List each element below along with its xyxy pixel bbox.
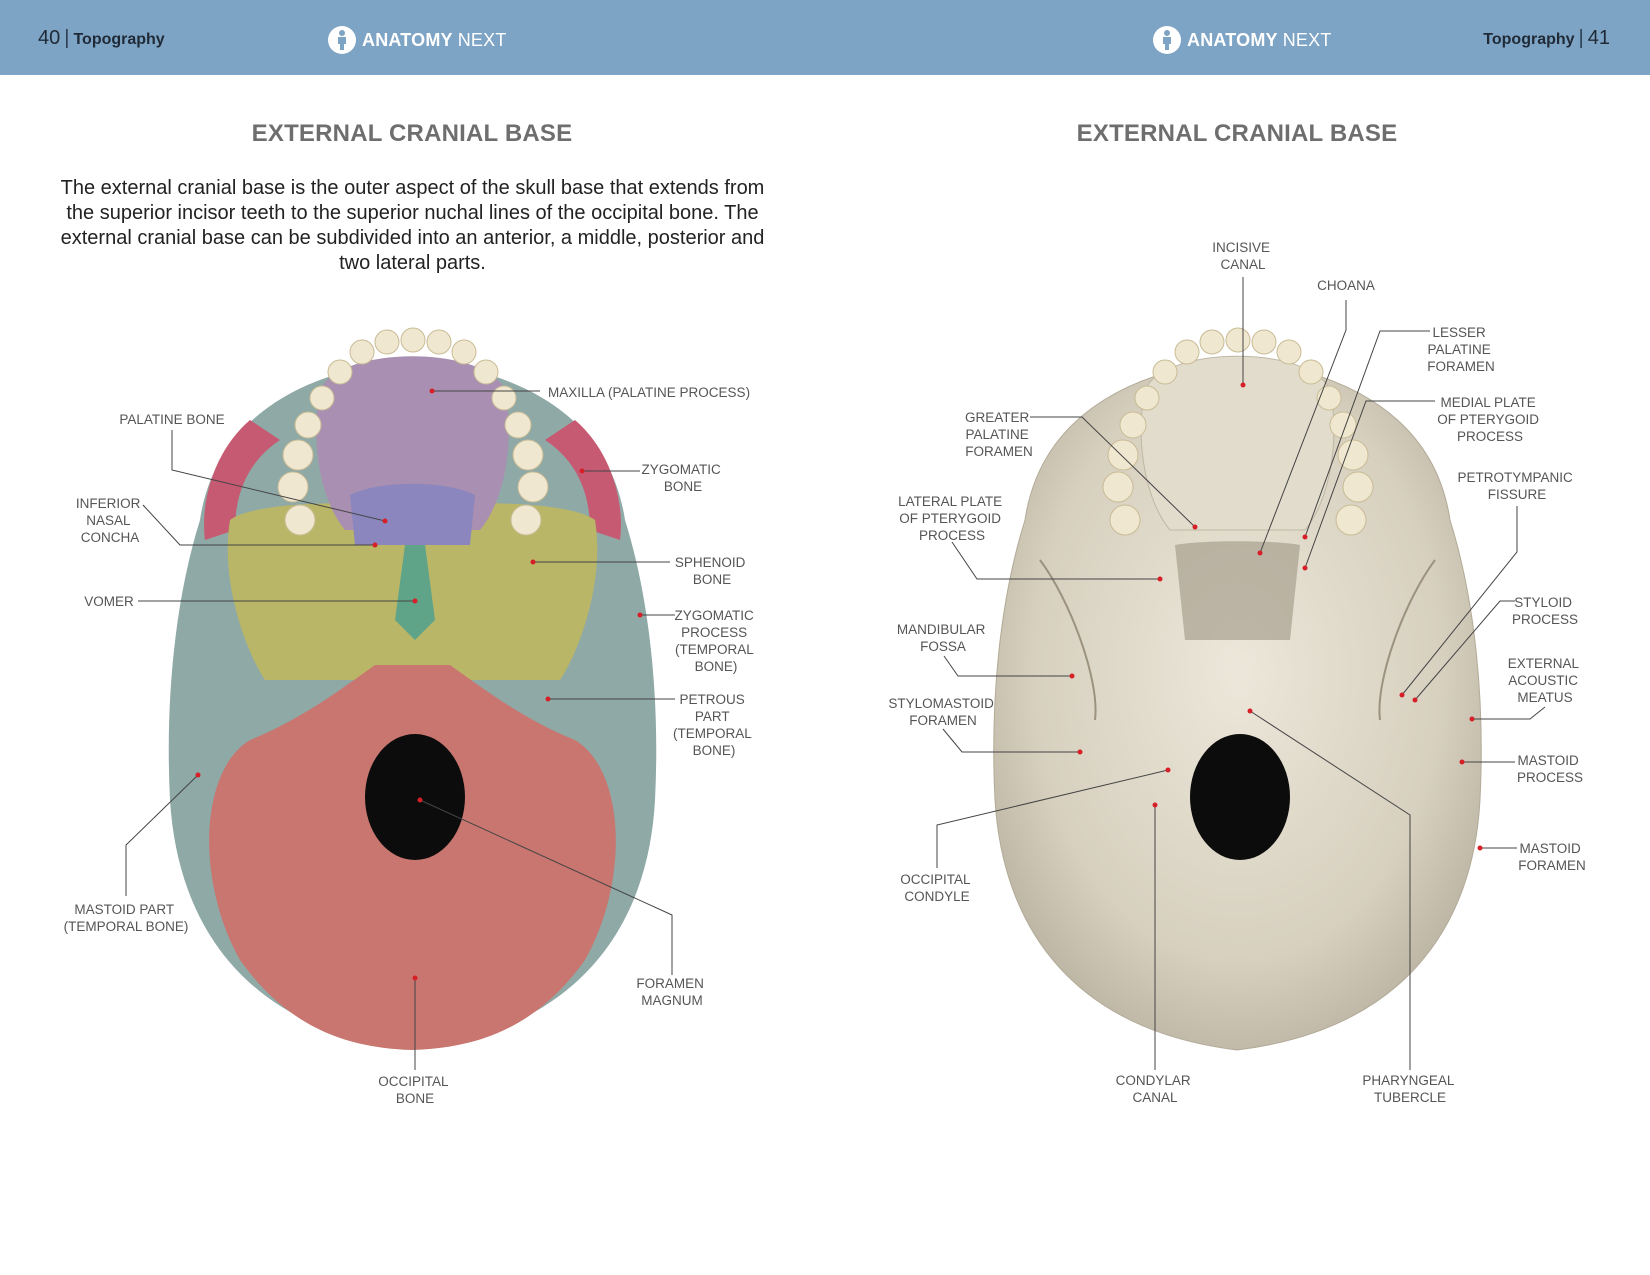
- person-icon: [1153, 26, 1181, 54]
- label-palatine-bone: PALATINE BONE: [119, 412, 224, 427]
- label-mastoid-part: MASTOID PART (TEMPORAL BONE): [64, 902, 189, 934]
- brand-light: NEXT: [1282, 29, 1332, 50]
- label-incisive-canal: INCISIVE CANAL: [1212, 240, 1274, 272]
- label-foramen-magnum: FORAMEN MAGNUM: [636, 976, 707, 1008]
- left-page-number: 40|Topography: [38, 27, 165, 49]
- label-zygomatic-bone: ZYGOMATIC BONE: [641, 462, 724, 494]
- label-external-acoustic-meatus: EXTERNAL ACOUSTIC MEATUS: [1508, 656, 1583, 705]
- colored-skull-illustration: [168, 327, 657, 1050]
- label-pharyngeal-tubercle: PHARYNGEAL TUBERCLE: [1362, 1073, 1457, 1105]
- pterygoid-region: [1175, 541, 1300, 640]
- label-occipital-bone: OCCIPITAL BONE: [378, 1074, 452, 1106]
- zygomatic-bone-right: [545, 420, 621, 540]
- foramen-magnum-hole: [365, 734, 465, 860]
- natural-skull-illustration: [993, 327, 1482, 1051]
- brand-light: NEXT: [457, 29, 507, 50]
- left-page-title: EXTERNAL CRANIAL BASE: [251, 120, 573, 147]
- left-section-title: Topography: [73, 31, 165, 48]
- label-petrotympanic-fissure: PETROTYMPANIC FISSURE: [1457, 470, 1576, 502]
- label-sphenoid-bone: SPHENOID BONE: [675, 555, 749, 587]
- foramen-magnum-hole: [1190, 734, 1290, 860]
- right-labels: INCISIVE CANAL CHOANA LESSER PALATINE FO…: [888, 240, 1585, 1105]
- label-lesser-palatine-foramen: LESSER PALATINE FORAMEN: [1427, 325, 1495, 374]
- zygomatic-arch-left: [1039, 559, 1097, 721]
- left-labels: MAXILLA (PALATINE PROCESS) PALATINE BONE…: [64, 385, 757, 1106]
- intro-paragraph: The external cranial base is the outer a…: [60, 177, 765, 274]
- left-page-num: 40: [38, 27, 61, 49]
- label-vomer: VOMER: [84, 594, 134, 609]
- right-markers: [1069, 382, 1483, 851]
- label-medial-plate: MEDIAL PLATE OF PTERYGOID PROCESS: [1437, 395, 1543, 444]
- person-icon: [328, 26, 356, 54]
- zygomatic-bone-left: [204, 420, 280, 540]
- left-markers: [195, 388, 643, 981]
- label-mandibular-fossa: MANDIBULAR FOSSA: [897, 622, 989, 654]
- right-page-num: 41: [1587, 27, 1610, 49]
- vomer-region: [395, 545, 435, 640]
- teeth: [1102, 327, 1374, 536]
- label-styloid-process: STYLOID PROCESS: [1512, 595, 1578, 627]
- label-mastoid-process: MASTOID PROCESS: [1517, 753, 1583, 785]
- label-condylar-canal: CONDYLAR CANAL: [1116, 1073, 1195, 1105]
- zygomatic-arch-right: [1378, 559, 1436, 721]
- label-lateral-plate: LATERAL PLATE OF PTERYGOID PROCESS: [898, 494, 1006, 543]
- right-page-number: Topography|41: [1483, 27, 1610, 49]
- maxilla-region: [316, 356, 509, 530]
- label-inferior-nasal-concha: INFERIOR NASAL CONCHA: [76, 496, 144, 545]
- right-page-title: EXTERNAL CRANIAL BASE: [1076, 120, 1398, 147]
- label-occipital-condyle: OCCIPITAL CONDYLE: [900, 872, 974, 904]
- label-petrous-part: PETROUS PART (TEMPORAL BONE): [673, 692, 755, 758]
- label-greater-palatine-foramen: GREATER PALATINE FORAMEN: [965, 410, 1033, 459]
- right-section-title: Topography: [1483, 31, 1575, 48]
- brand-bold: ANATOMY: [1187, 29, 1278, 50]
- label-maxilla: MAXILLA (PALATINE PROCESS): [548, 385, 750, 400]
- label-mastoid-foramen: MASTOID FORAMEN: [1518, 841, 1586, 873]
- right-leader-lines: [936, 277, 1546, 1070]
- label-zygomatic-process: ZYGOMATIC PROCESS (TEMPORAL BONE): [674, 608, 757, 674]
- left-leader-lines: [125, 390, 675, 1070]
- teeth: [277, 327, 549, 536]
- label-choana: CHOANA: [1317, 278, 1375, 293]
- brand-bold: ANATOMY: [362, 29, 453, 50]
- palatine-bone-region: [350, 483, 475, 545]
- label-stylomastoid-foramen: STYLOMASTOID FORAMEN: [888, 696, 997, 728]
